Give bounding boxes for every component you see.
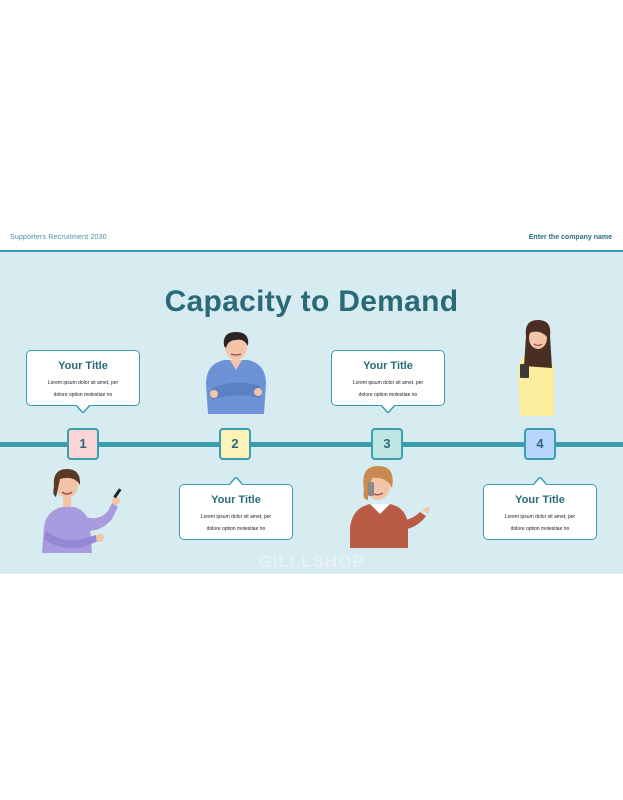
callout-pointer	[229, 477, 243, 485]
woman-holding-book-illustration	[517, 320, 555, 416]
step-number: 3	[383, 436, 391, 451]
step-number: 2	[231, 436, 239, 451]
callout-pointer	[381, 405, 395, 413]
slide-canvas: Capacity to Demand 1 2 3 4 Your Title Lo…	[0, 252, 623, 574]
woman-on-phone-illustration	[350, 466, 430, 548]
card-title: Your Title	[211, 494, 261, 506]
card-body: Lorem ipsum dolor sit amet, per dolore o…	[200, 514, 272, 532]
callout-card-3: Your Title Lorem ipsum dolor sit amet, p…	[331, 350, 445, 413]
card-title: Your Title	[363, 360, 413, 372]
card-body: Lorem ipsum dolor sit amet, per dolore o…	[504, 514, 576, 532]
watermark: GILLLSHOP	[258, 552, 365, 571]
step-marker-3: 3	[371, 428, 403, 460]
header-divider	[0, 250, 623, 252]
slide-header: Supporters Recruitment 2030 Enter the co…	[0, 228, 623, 252]
callout-card-1: Your Title Lorem ipsum dolor sit amet, p…	[26, 350, 140, 413]
card-body: Lorem ipsum dolor sit amet, per dolore o…	[352, 380, 424, 398]
step-number: 4	[536, 436, 544, 451]
presentation-name: Supporters Recruitment 2030	[10, 234, 107, 241]
timeline-bar	[0, 442, 623, 447]
step-number: 1	[79, 436, 87, 451]
step-marker-4: 4	[524, 428, 556, 460]
step-marker-1: 1	[67, 428, 99, 460]
callout-pointer	[76, 405, 90, 413]
step-marker-2: 2	[219, 428, 251, 460]
card-title: Your Title	[515, 494, 565, 506]
woman-pointing-illustration	[42, 469, 122, 553]
man-arms-crossed-illustration	[206, 332, 266, 414]
slide-title: Capacity to Demand	[164, 285, 459, 318]
card-body: Lorem ipsum dolor sit amet, per dolore o…	[47, 380, 119, 398]
callout-pointer	[533, 477, 547, 485]
card-title: Your Title	[58, 360, 108, 372]
callout-card-2: Your Title Lorem ipsum dolor sit amet, p…	[179, 477, 293, 540]
callout-card-4: Your Title Lorem ipsum dolor sit amet, p…	[483, 477, 597, 540]
company-name: Enter the company name	[528, 234, 612, 241]
